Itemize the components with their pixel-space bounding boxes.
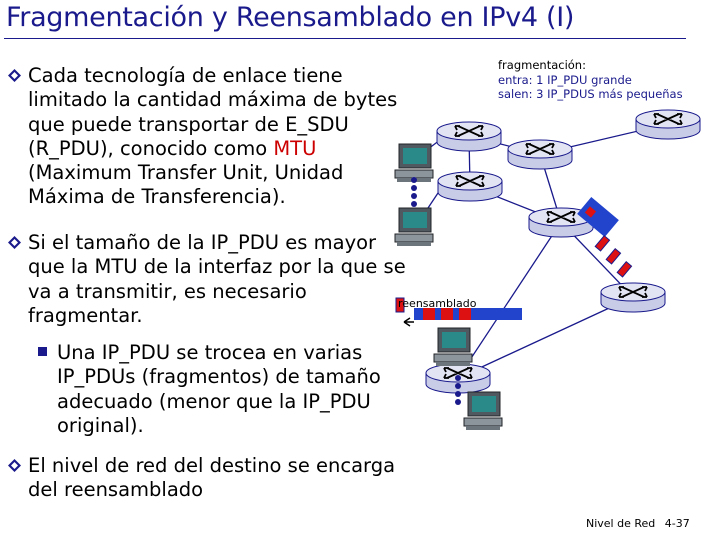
fragments-in-transit-icon <box>594 235 633 278</box>
router-1-icon <box>436 121 502 152</box>
fragmentation-note-out: salen: 3 IP_PDUS más pequeñas <box>498 87 683 101</box>
fragmentation-note-in: entra: 1 IP_PDU grande <box>498 72 632 87</box>
computer-1-icon <box>394 143 434 183</box>
bullet-3-text: El nivel de red del destino se encarga d… <box>28 454 396 502</box>
slide-footer: Nivel de Red 4-37 <box>586 517 690 530</box>
fragmentation-note-header: fragmentación: <box>498 58 586 72</box>
router-4-icon <box>635 109 701 140</box>
bullet-1-text: Cada tecnología de enlace tiene limitado… <box>28 64 398 209</box>
subbullet-text: Una IP_PDU se trocea en varias IP_PDUs (… <box>57 341 381 437</box>
router-6-icon <box>600 282 666 313</box>
fragmentation-note: fragmentación: entra: 1 IP_PDU grande sa… <box>498 58 683 102</box>
large-pdu-icon <box>577 197 619 237</box>
reassembly-arrow-icon <box>403 308 522 327</box>
mtu-term: MTU <box>273 136 317 160</box>
bullet-marker-2 <box>8 236 21 249</box>
footer-label: Nivel de Red <box>586 517 656 530</box>
bullet-marker-3 <box>8 459 21 472</box>
title-underline <box>4 38 686 39</box>
computer-3-icon <box>433 327 473 367</box>
computer-4-icon <box>463 391 503 431</box>
bullet-2-text: Si el tamaño de la IP_PDU es mayor que l… <box>28 231 406 327</box>
subbullet-marker <box>38 347 47 356</box>
hosts-dots-1-icon <box>411 177 417 207</box>
bullet-marker-1 <box>8 69 21 82</box>
router-2-icon <box>507 139 573 170</box>
page-number: 4-37 <box>664 517 690 530</box>
reassembly-label: reensamblado <box>398 297 477 310</box>
fragments-at-destination-icon <box>395 297 405 313</box>
page-title: Fragmentación y Reensamblado en IPv4 (I) <box>6 2 575 33</box>
router-3-icon <box>437 171 503 202</box>
computer-2-icon <box>394 207 434 247</box>
